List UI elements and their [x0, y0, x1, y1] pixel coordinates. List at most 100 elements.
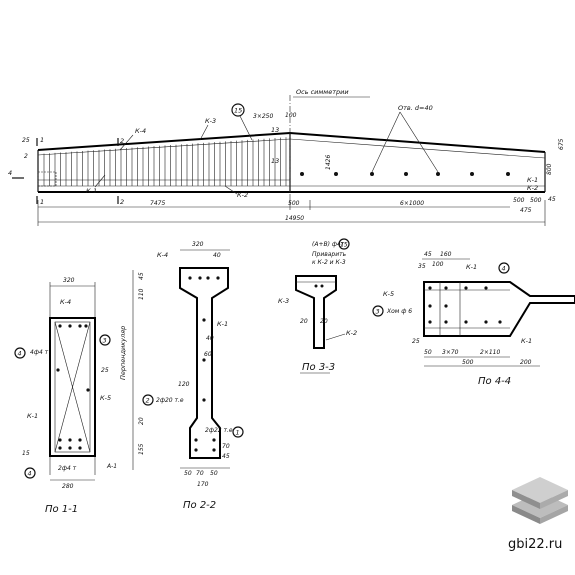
- beam-stirrups: [43, 137, 287, 186]
- beam-top-chord: [37, 131, 546, 153]
- dim-280-s1: 280: [62, 483, 74, 490]
- dim-14950: 14950: [285, 215, 304, 222]
- dim-20-s3b: 20: [320, 318, 328, 325]
- holes-label: Отв. d=40: [398, 104, 433, 112]
- clamp-label: Хом ф 6: [386, 308, 412, 315]
- perpendicular-label: Перпендикуляр: [119, 326, 127, 380]
- mark-k2-right: К-2: [527, 184, 538, 192]
- callout-1-s2: [232, 426, 244, 438]
- dim-475: 475: [520, 207, 532, 214]
- hole: [404, 172, 408, 176]
- label-2d20: 2ф20 т.е: [156, 397, 184, 404]
- section-2-top: 2: [120, 137, 124, 145]
- hole: [370, 172, 374, 176]
- label-4d4: 4ф4 т: [30, 349, 49, 356]
- hole: [334, 172, 338, 176]
- axis-symmetry-label: Ось симметрии: [296, 88, 349, 96]
- dim-6x1000: 6×1000: [400, 200, 424, 207]
- dim-45-s2: 45: [138, 272, 145, 280]
- section-2-2-title: По 2-2: [183, 500, 216, 511]
- label-2d4: 2ф4 т: [58, 465, 77, 472]
- callout-3-s1: [99, 334, 111, 346]
- callout-4-s1: [14, 347, 26, 359]
- beam-elevation: Ось симметрии Отв. d=40 15 К-4 К-3 К-1 К…: [8, 88, 565, 226]
- callout-15-s3: [338, 238, 350, 250]
- rebar-dot: [428, 304, 432, 308]
- dim-25-s1: 25: [101, 367, 109, 374]
- callout-2-s2: [142, 394, 154, 406]
- section-1-1: 320 К-4 4 4ф4 т 3 25 К-5 К-1 4 2ф4 т А-1…: [14, 277, 117, 515]
- watermark-text: gbi22.ru: [508, 537, 562, 552]
- dim-110-s2: 110: [138, 288, 145, 300]
- dim-3x70: 3×70: [442, 349, 459, 356]
- dim-45-s4: 45: [424, 251, 432, 258]
- dim-500-right2: 500: [530, 197, 542, 204]
- rebar-dot: [86, 388, 90, 392]
- rebar-dot: [78, 324, 82, 328]
- svg-text:3: 3: [103, 337, 107, 345]
- hole: [470, 172, 474, 176]
- rebar-dot: [58, 438, 62, 442]
- mark-k1-s1: К-1: [27, 412, 38, 420]
- dim-50-s2: 50: [184, 470, 192, 477]
- rebar-dot: [464, 286, 468, 290]
- section-4-4-title: По 4-4: [478, 376, 511, 387]
- section-13-top: 13: [271, 126, 279, 134]
- mark-k3-elevation: К-3: [205, 117, 216, 125]
- dim-160-s4: 160: [440, 251, 452, 258]
- svg-text:4: 4: [502, 265, 506, 273]
- rebar-dot: [194, 438, 198, 442]
- dim-675: 675: [558, 138, 565, 150]
- mark-k3-s3: К-3: [278, 297, 289, 305]
- dim-40-s2: 40: [213, 252, 221, 259]
- rebar-dot: [58, 324, 62, 328]
- rebar-dot: [188, 276, 192, 280]
- mark-k1-s2: К-1: [217, 320, 228, 328]
- section-1-1-outline: [49, 317, 96, 457]
- callout-15: [231, 103, 245, 117]
- callout-15-text: 15: [234, 107, 242, 115]
- rebar-dot: [194, 448, 198, 452]
- section-1-1-title: По 1-1: [45, 504, 78, 515]
- section-1-top: 1: [40, 136, 44, 144]
- section-4-4: 45 160 4 35 100 К-1 К-5 3 Хом ф 6 25 К-1…: [372, 251, 575, 387]
- svg-text:3: 3: [376, 308, 380, 316]
- rebar-dot: [58, 446, 62, 450]
- dim-3x250: 3×250: [253, 113, 273, 120]
- dim-500-mid: 500: [288, 200, 300, 207]
- section-2-2: Перпендикуляр 320 40 К-4 110 45 К-1 40 6…: [119, 241, 244, 511]
- dim-7475: 7475: [150, 200, 165, 207]
- dim-20-s2: 20: [138, 417, 145, 425]
- svg-text:15: 15: [340, 242, 348, 249]
- beam-holes: [300, 172, 510, 176]
- dim-120-s2: 120: [178, 381, 190, 388]
- dim-50-s2b: 50: [210, 470, 218, 477]
- rebar-dot: [444, 320, 448, 324]
- dim-70-s2b: 70: [196, 470, 204, 477]
- weld-note-3: к К-2 и К-3: [312, 259, 346, 266]
- dim-100-s4: 100: [432, 261, 444, 268]
- svg-text:4: 4: [28, 470, 32, 478]
- rebar-dot: [78, 446, 82, 450]
- dim-45-s2b: 45: [222, 453, 230, 460]
- mark-k1-s4: К-1: [466, 263, 477, 271]
- rebar-dot: [498, 320, 502, 324]
- rebar-dot: [444, 286, 448, 290]
- mark-k1-s4b: К-1: [521, 337, 532, 345]
- dim-2x110: 2×110: [480, 349, 500, 356]
- rebar-dot: [202, 318, 206, 322]
- hole: [506, 172, 510, 176]
- stacked-slabs-icon: [512, 477, 568, 524]
- rebar-dot: [444, 304, 448, 308]
- label-2d22: 2ф22 т.е: [205, 427, 233, 434]
- dim-2: 2: [24, 153, 28, 160]
- dim-320-s2: 320: [192, 241, 204, 248]
- hole: [300, 172, 304, 176]
- section-3-3-outline: [295, 275, 337, 349]
- dim-25-s4: 25: [412, 338, 420, 345]
- rebar-dot: [68, 438, 72, 442]
- mark-k5-s4: К-5: [383, 290, 394, 298]
- dim-15-s1: 15: [22, 450, 30, 457]
- dim-500-right: 500: [513, 197, 525, 204]
